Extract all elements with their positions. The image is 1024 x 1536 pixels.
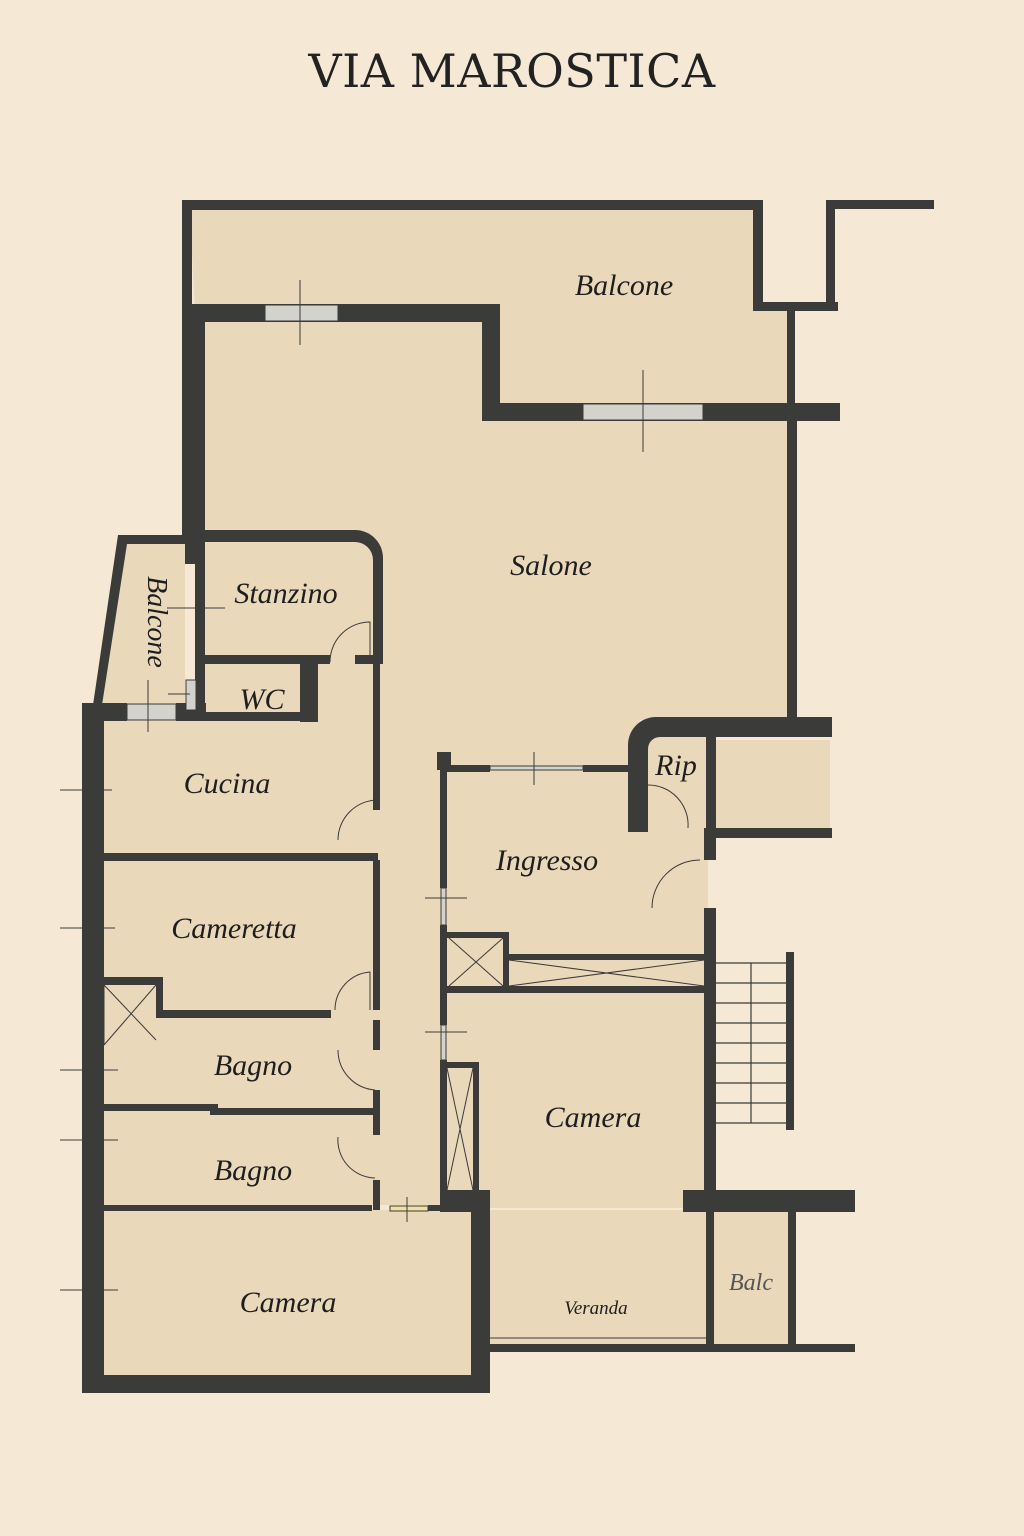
walls [82,200,934,1393]
room-labels: Balcone Salone Stanzino Balcone WC Cucin… [141,269,773,1319]
label-bagno-1: Bagno [214,1049,292,1082]
label-salone: Salone [510,549,592,582]
fixture-lines [60,280,706,1339]
label-camera-left: Camera [240,1286,337,1319]
label-camera-right: Camera [545,1101,642,1134]
label-rip: Rip [654,749,697,782]
label-cucina: Cucina [184,767,271,800]
label-ingresso: Ingresso [495,844,598,877]
label-balc: Balc [729,1270,773,1296]
label-cameretta: Cameretta [171,912,297,945]
label-bagno-2: Bagno [214,1154,292,1187]
plan-title: VIA MAROSTICA [308,44,716,98]
label-wc: WC [240,683,286,716]
label-balcone-side: Balcone [141,576,172,668]
label-stanzino: Stanzino [234,577,337,610]
room-fills [97,210,830,1380]
label-veranda: Veranda [564,1298,627,1319]
staircase [716,962,786,1124]
label-balcone-top: Balcone [575,269,673,302]
